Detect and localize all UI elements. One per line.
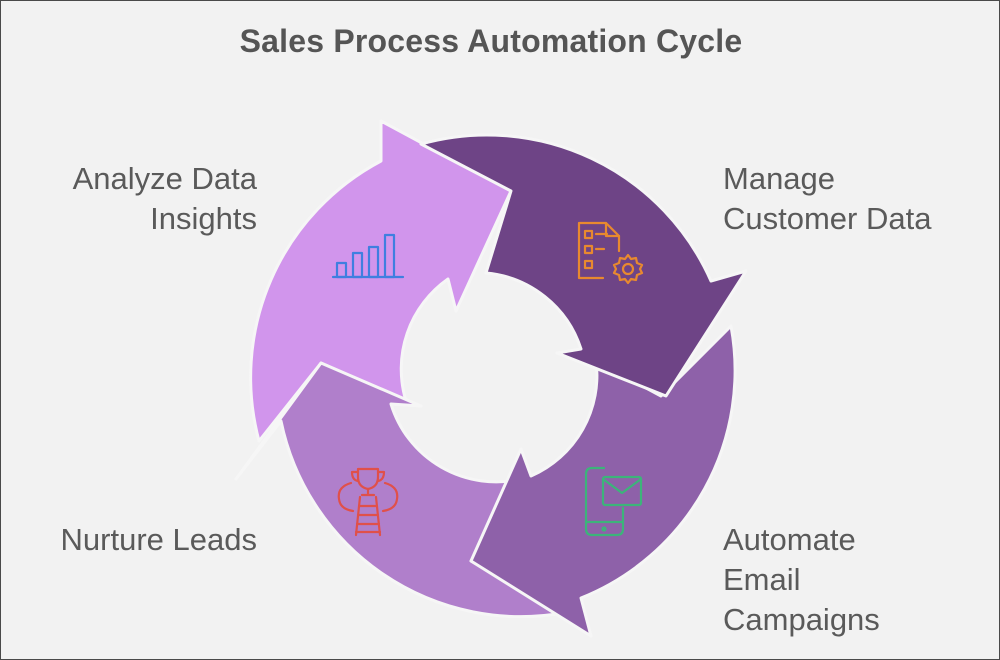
label-line: Analyze Data	[72, 161, 257, 196]
document-gear-icon	[577, 221, 644, 285]
label-line: Campaigns	[723, 602, 880, 637]
label-line: Customer Data	[723, 201, 932, 236]
label-manage-customer-data: Manage Customer Data	[723, 159, 931, 239]
diagram-title: Sales Process Automation Cycle	[239, 23, 743, 59]
segment-manage	[419, 133, 748, 398]
segment-nurture	[234, 361, 565, 619]
segment-analyze	[249, 119, 513, 443]
label-line: Automate	[723, 522, 856, 557]
label-line: Insights	[150, 201, 257, 236]
label-nurture-leads: Nurture Leads	[61, 520, 257, 560]
label-line: Manage	[723, 161, 836, 196]
label-analyze-data-insights: Analyze Data Insights	[73, 159, 257, 239]
bar-chart-icon	[331, 233, 405, 279]
label-line: Email	[723, 562, 801, 597]
label-line: Nurture Leads	[60, 522, 257, 557]
phone-mail-icon	[584, 466, 643, 537]
label-automate-email-campaigns: Automate Email Campaigns	[723, 520, 880, 640]
ladder-trophy-icon	[337, 467, 399, 537]
